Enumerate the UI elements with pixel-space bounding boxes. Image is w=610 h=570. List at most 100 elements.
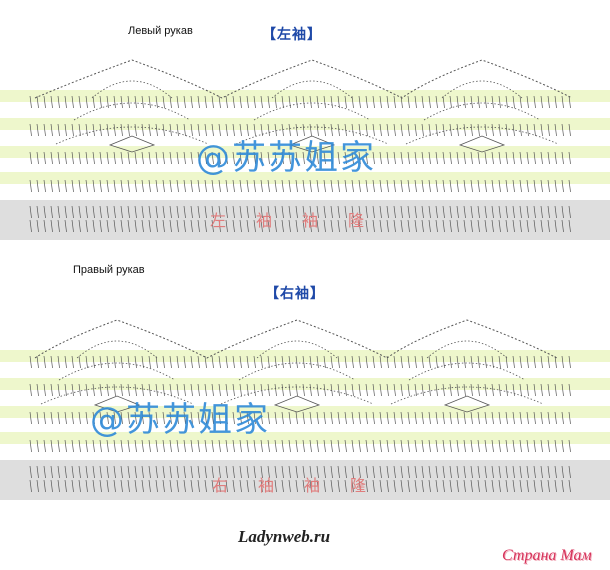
- chart-stitch: [477, 95, 480, 109]
- chart-stitch: [162, 465, 165, 479]
- chart-stitch: [190, 151, 193, 165]
- chart-stitch: [85, 355, 88, 369]
- chart-wave: [34, 319, 558, 359]
- chart-diamond: [458, 135, 506, 153]
- chart-stitch: [540, 123, 543, 137]
- chart-stitch: [36, 219, 39, 233]
- chart-stitch: [134, 383, 137, 397]
- chart-stitch: [36, 383, 39, 397]
- chart-stitch: [246, 123, 249, 137]
- chart-stitch: [57, 383, 60, 397]
- chart-stitch: [232, 151, 235, 165]
- right-sleeve-chart: [0, 319, 610, 500]
- chart-stitch: [85, 205, 88, 219]
- chart-stitch: [197, 151, 200, 165]
- chart-stitch: [176, 465, 179, 479]
- chart-stitch: [148, 411, 151, 425]
- chart-stitch: [288, 465, 291, 479]
- chart-stitch: [106, 179, 109, 193]
- chart-stitch: [267, 205, 270, 219]
- chart-stitch: [561, 439, 564, 453]
- chart-stitch: [428, 439, 431, 453]
- chart-stitch: [281, 205, 284, 219]
- chart-stitch: [85, 411, 88, 425]
- chart-stitch: [295, 205, 298, 219]
- chart-stitch: [169, 205, 172, 219]
- chart-stitch: [456, 411, 459, 425]
- chart-wave: [34, 59, 573, 99]
- chart-stitch: [113, 219, 116, 233]
- chart-stitch: [470, 95, 473, 109]
- chart-stitch: [351, 123, 354, 137]
- chart-stitch: [358, 355, 361, 369]
- chart-stitch: [120, 479, 123, 493]
- chart-stitch: [344, 123, 347, 137]
- chart-stitch: [407, 355, 410, 369]
- chart-stitch: [554, 439, 557, 453]
- chart-stitch: [561, 411, 564, 425]
- chart-stitch: [533, 439, 536, 453]
- chart-stitch: [379, 439, 382, 453]
- chart-stitch: [64, 479, 67, 493]
- chart-stitch: [561, 465, 564, 479]
- chart-stitch: [85, 439, 88, 453]
- chart-stitch: [29, 123, 32, 137]
- chart-stitch: [463, 151, 466, 165]
- chart-stitch: [295, 95, 298, 109]
- chart-stitch: [113, 439, 116, 453]
- chart-stitch: [288, 383, 291, 397]
- chart-stitch: [253, 465, 256, 479]
- chart-stitch: [267, 411, 270, 425]
- chart-stitch: [498, 479, 501, 493]
- chart-stitch: [232, 95, 235, 109]
- chart-stitch: [134, 219, 137, 233]
- chart-stitch: [57, 219, 60, 233]
- chart-stitch: [533, 179, 536, 193]
- chart-stitch: [281, 439, 284, 453]
- chart-stitch: [449, 411, 452, 425]
- chart-stitch: [253, 439, 256, 453]
- chart-stitch: [442, 123, 445, 137]
- chart-stitch: [519, 479, 522, 493]
- chart-stitch: [155, 151, 158, 165]
- chart-stitch: [113, 95, 116, 109]
- chart-stitch: [162, 439, 165, 453]
- chart-stitch: [232, 123, 235, 137]
- chart-stitch: [400, 479, 403, 493]
- chart-stitch: [337, 465, 340, 479]
- chart-stitch: [386, 95, 389, 109]
- chart-stitch: [323, 205, 326, 219]
- chart-stitch: [134, 411, 137, 425]
- chart-stitch: [246, 151, 249, 165]
- chart-stitch: [155, 205, 158, 219]
- chart-stitch: [211, 151, 214, 165]
- chart-stitch: [43, 355, 46, 369]
- chart-stitch: [43, 179, 46, 193]
- chart-stitch: [288, 355, 291, 369]
- chart-stitch: [526, 123, 529, 137]
- chart-stitch: [176, 383, 179, 397]
- chart-stitch: [288, 439, 291, 453]
- chart-stitch: [309, 151, 312, 165]
- chart-stitch: [155, 179, 158, 193]
- chart-stitch: [351, 151, 354, 165]
- chart-stitch: [568, 219, 571, 233]
- chart-stitch: [253, 95, 256, 109]
- chart-stitch: [309, 123, 312, 137]
- chart-stitch: [50, 95, 53, 109]
- chart-stitch: [211, 179, 214, 193]
- chart-stitch: [491, 123, 494, 137]
- chart-stitch: [99, 479, 102, 493]
- chart-stitch: [512, 123, 515, 137]
- chart-stitch: [148, 439, 151, 453]
- chart-stitch: [78, 479, 81, 493]
- chart-stitch: [428, 465, 431, 479]
- chart-stitch: [197, 383, 200, 397]
- chart-stitch: [50, 383, 53, 397]
- chart-stitch: [421, 219, 424, 233]
- chart-stitch: [442, 383, 445, 397]
- chart-stitch: [400, 219, 403, 233]
- chart-stitch: [127, 179, 130, 193]
- chart-stitch: [484, 123, 487, 137]
- chart-stitch: [323, 123, 326, 137]
